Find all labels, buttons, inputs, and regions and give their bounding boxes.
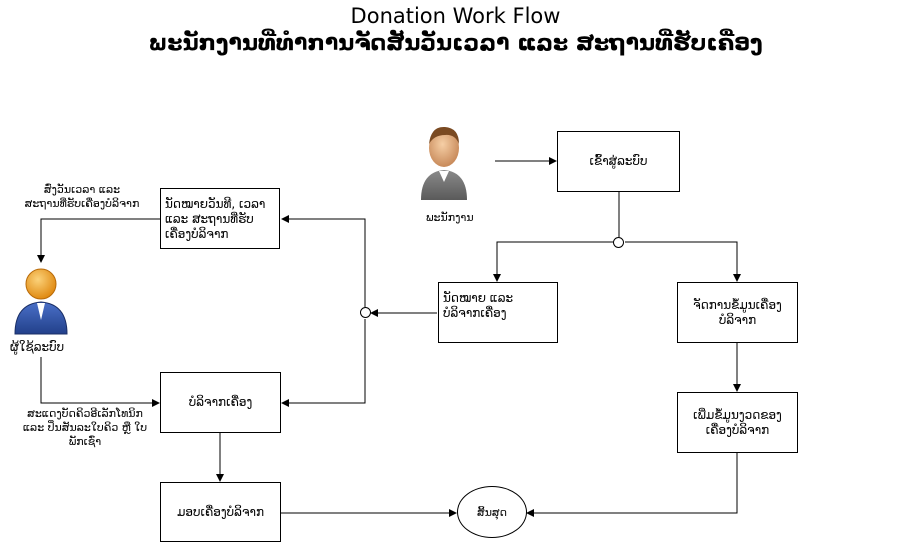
arrow-junction-to-appoint	[493, 241, 613, 282]
arrow-add-to-end	[526, 452, 738, 517]
appoint-box: ນັດໝາຍ ແລະ ບໍລິຈາກເຄື່ອງ	[438, 282, 558, 343]
arrow-junction2-to-donate	[281, 319, 366, 407]
deliver-box: ມອບເຄື່ອງບໍລິຈາກ	[160, 482, 281, 542]
schedule-box: ນັດໝາຍວັນທີ, ເວລາ ແລະ ສະຖານທີ່ຮັບເຄື່ອງບ…	[160, 188, 280, 249]
notify-label: ສົ່ງວັນເວລາ ແລະ ສະຖານທີ່ຮັບເຄື່ອງບໍລິຈາກ	[24, 183, 140, 210]
add-box: ເພີ່ມຂໍ້ມູນງວດຂອງເຄື່ອງບໍລິຈາກ	[677, 392, 798, 453]
user-person-icon	[13, 266, 69, 342]
diagram-title: Donation Work Flow	[350, 4, 561, 28]
diagram-subtitle: ພະນັກງານທີ່ທຳການຈັດສັນວັນເວລາ ແລະ ສະຖານທ…	[148, 31, 763, 56]
staff-person-icon	[419, 122, 469, 206]
merge-junction	[360, 307, 371, 318]
donate-box: ບໍລິຈາກເຄື່ອງ	[160, 372, 281, 433]
arrow-user-to-donate	[40, 357, 160, 407]
show-qr-label: ສະແດງບັດຄິວອີເລັກໂທນິກ ແລະ ປິ່ນສັນລະໃບຄິ…	[22, 407, 148, 448]
user-label: ຜູ້ໃຊ້ລະບົບ	[10, 340, 65, 354]
login-box: ເຂົ້າສູ່ລະບົບ	[557, 131, 680, 192]
split-junction	[613, 237, 624, 248]
end-terminal: ສິ້ນສຸດ	[457, 486, 527, 538]
arrow-junction-to-manage	[625, 241, 741, 282]
manage-box: ຈັດການຂໍ້ມູນເຄື່ອງບໍລິຈາກ	[677, 282, 798, 343]
arrow-junction2-to-schedule	[281, 215, 366, 307]
staff-label: ພະນັກງານ	[426, 211, 474, 224]
arrow-schedule-to-user	[37, 218, 160, 263]
